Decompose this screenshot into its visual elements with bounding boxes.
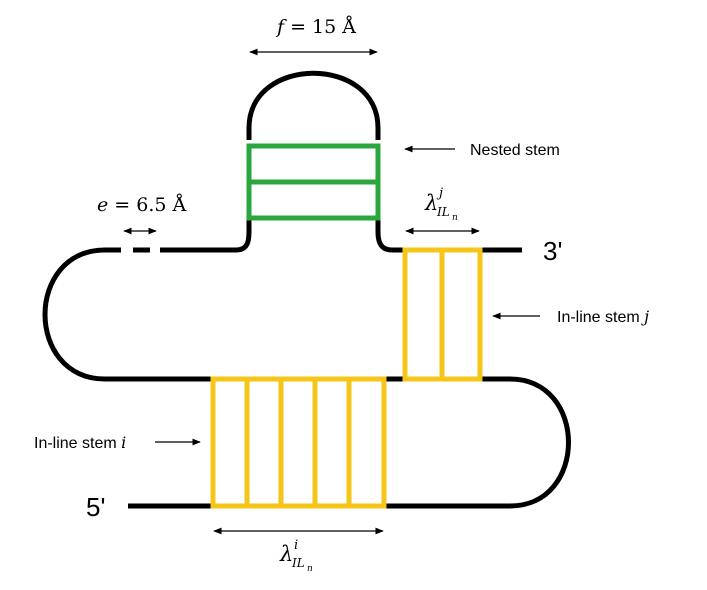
five-prime-end-label: 5': [86, 492, 105, 522]
nested-stem-label: Nested stem: [470, 142, 560, 159]
lambda-j-symbol: λ: [424, 191, 438, 215]
strand-upper-left: [160, 220, 252, 253]
lambda-j-sub-subscript: n: [452, 213, 458, 223]
f-label: f = 15 Å: [275, 16, 356, 38]
lambda-i-superscript: i: [294, 538, 298, 553]
strand-hairpin-loop: [246, 70, 381, 140]
inline-stem-i: [210, 376, 387, 509]
three-prime-end-label: 3': [543, 236, 562, 266]
f-value: = 15 Å: [284, 16, 356, 38]
lambda-j-subscript: IL: [436, 205, 450, 219]
e-value: = 6.5 Å: [108, 194, 186, 216]
lambda-i-sub-subscript: n: [307, 564, 313, 574]
lambda-i-label: λ i IL n: [279, 538, 313, 574]
strand-bottom-loop: [384, 376, 571, 509]
lambda-i-subscript: IL: [291, 556, 305, 570]
f-variable: f: [275, 16, 287, 38]
nested-stem: [246, 143, 381, 221]
e-label: e = 6.5 Å: [97, 194, 187, 216]
lambda-i-symbol: λ: [279, 542, 293, 566]
e-variable: e: [97, 194, 108, 216]
strand-left-loop: [42, 247, 213, 382]
lambda-j-superscript: j: [436, 186, 443, 201]
lambda-j-label: λ j IL n: [424, 186, 458, 223]
inline-stem-i-text: In-line stem: [34, 435, 121, 452]
inline-stem-i-variable: i: [121, 433, 126, 452]
strand-upper-right: [375, 220, 405, 253]
inline-stem-i-outline: [210, 376, 387, 509]
inline-stem-j: [402, 247, 483, 382]
inline-stem-i-label: In-line stem i: [34, 433, 126, 452]
inline-stem-j-text: In-line stem: [557, 309, 644, 326]
inline-stem-j-label: In-line stem j: [557, 307, 649, 326]
inline-stem-j-variable: j: [641, 307, 649, 326]
